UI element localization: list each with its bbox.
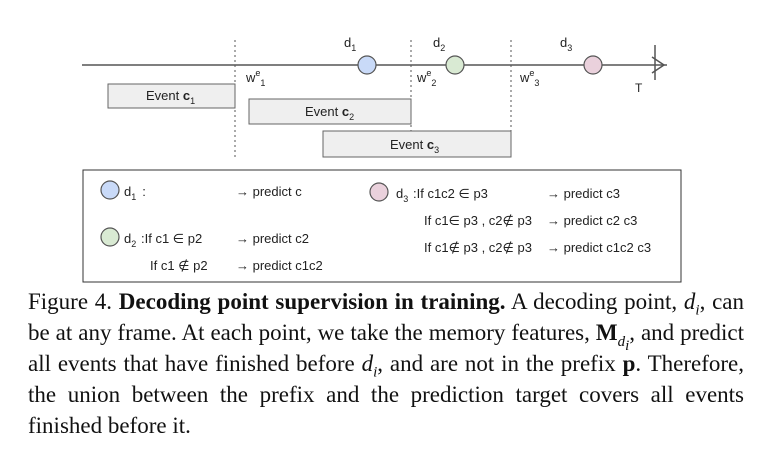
legend-d3-icon bbox=[369, 182, 389, 202]
dp-label-3: d3 bbox=[560, 35, 572, 53]
event-box-2 bbox=[248, 98, 412, 125]
dp-label-1: d1 bbox=[344, 35, 356, 53]
legend-d3-predict3: → predict c1c2 c3 bbox=[547, 240, 651, 255]
legend-d3-predict2: → predict c2 c3 bbox=[547, 213, 637, 228]
legend-d2-rule2: If c1 ∉ p2 bbox=[150, 258, 208, 273]
event-label-1: Event c1 bbox=[146, 88, 195, 106]
caption-title: Decoding point supervision in training. bbox=[118, 289, 506, 314]
window-label-1: we1 bbox=[245, 68, 265, 88]
legend-d2-rule1: :If c1 ∈ p2 bbox=[141, 231, 202, 246]
legend-d1-label: d1: bbox=[124, 184, 146, 202]
figure-caption: Figure 4. Decoding point supervision in … bbox=[28, 289, 744, 438]
legend-d3-label: d3 bbox=[396, 186, 408, 204]
event-label-2: Event c2 bbox=[305, 104, 354, 122]
event-box-3 bbox=[322, 130, 512, 158]
legend-d2-label: d2 bbox=[124, 231, 136, 249]
legend-d3-rule1: :If c1c2 ∈ p3 bbox=[413, 186, 488, 201]
legend-d1-icon bbox=[100, 180, 120, 200]
decoding-point-2-icon bbox=[445, 55, 465, 75]
axis-arrow-icon bbox=[651, 56, 666, 74]
legend-d3-rule2: If c1∈ p3 , c2∉ p3 bbox=[424, 213, 532, 228]
decoding-point-1-icon bbox=[357, 55, 377, 75]
legend-d2-icon bbox=[100, 227, 120, 247]
legend-d2-predict2: → predict c1c2 bbox=[236, 258, 323, 273]
legend-d1-predict: → predict c bbox=[236, 184, 302, 199]
decoding-point-3-icon bbox=[583, 55, 603, 75]
window-label-2: we2 bbox=[416, 68, 436, 88]
timeline-figure: d1 d2 d3 we1 we2 we3 T Event c1 Event c2… bbox=[82, 35, 682, 283]
dp-label-2: d2 bbox=[433, 35, 445, 53]
event-box-1 bbox=[107, 83, 236, 109]
legend-d3-predict1: → predict c3 bbox=[547, 186, 620, 201]
legend-d2-predict1: → predict c2 bbox=[236, 231, 309, 246]
end-label: T bbox=[635, 81, 643, 95]
window-label-3: we3 bbox=[519, 68, 539, 88]
event-label-3: Event c3 bbox=[390, 137, 439, 155]
figure-label: Figure 4. bbox=[28, 289, 113, 314]
legend-d3-rule3: If c1∉ p3 , c2∉ p3 bbox=[424, 240, 532, 255]
